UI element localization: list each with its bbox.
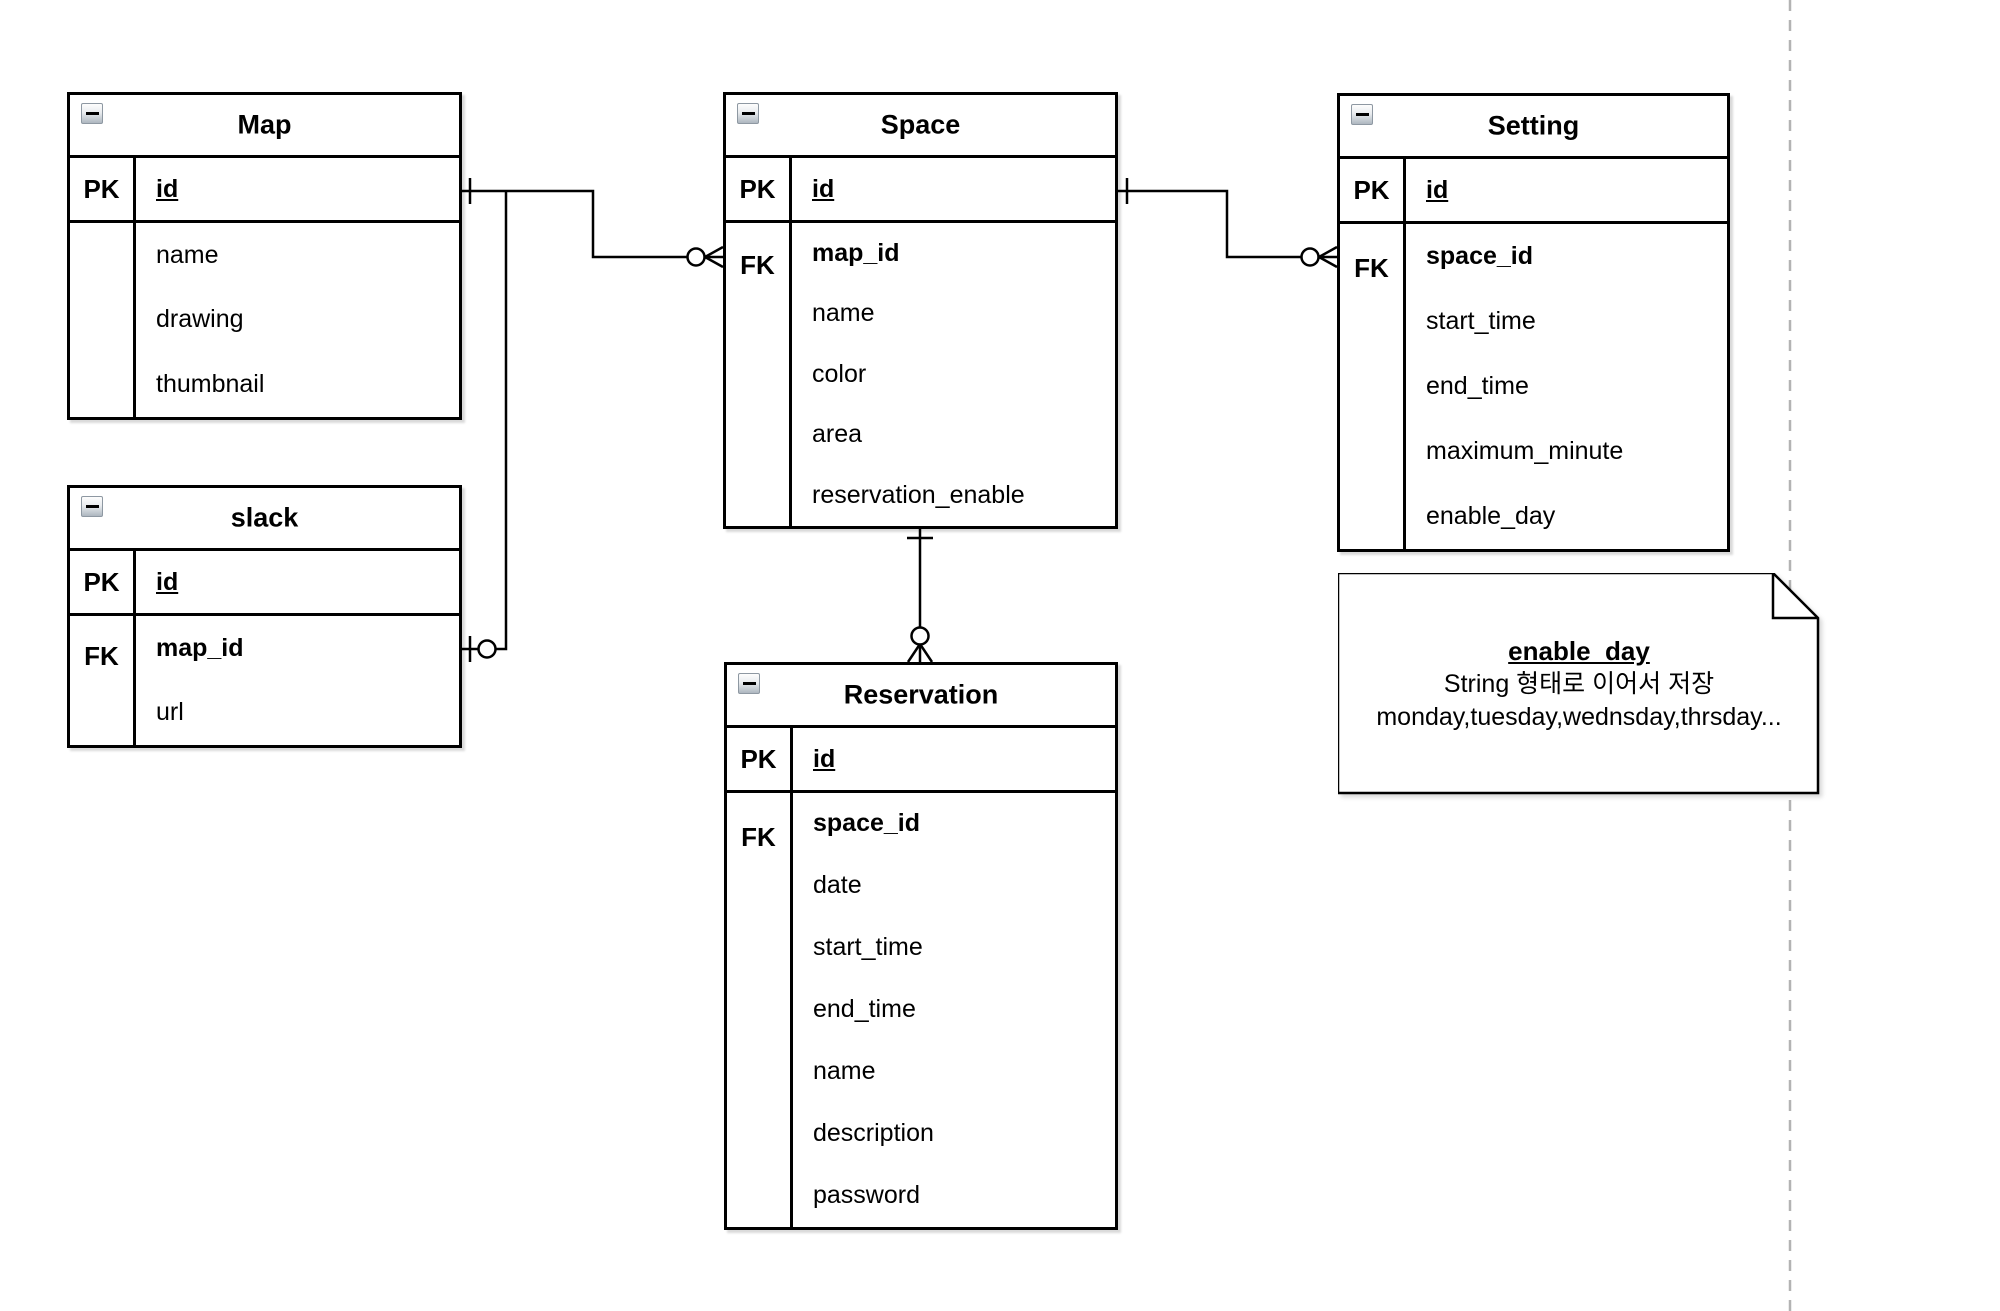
field-row[interactable]: url	[156, 698, 184, 726]
field-row[interactable]: space_id	[813, 809, 921, 838]
many-marker-space	[704, 245, 724, 269]
many-marker-setting	[1318, 245, 1338, 269]
pk-label: PK	[70, 158, 136, 220]
table-header: Space	[726, 95, 1115, 158]
relationship-space-setting[interactable]	[1118, 189, 1337, 259]
pk-label: PK	[726, 158, 792, 220]
field-row[interactable]: color	[812, 359, 867, 388]
pk-label: PK	[70, 551, 136, 613]
note-shape[interactable]: enable_day String 형태로 이어서 저장 monday,tues…	[1338, 573, 1820, 795]
pk-row[interactable]: PK id	[70, 158, 459, 223]
collapse-minus-icon[interactable]	[1351, 104, 1373, 125]
collapse-minus-icon[interactable]	[81, 496, 103, 517]
field-row[interactable]: start_time	[1426, 306, 1536, 335]
table-title: slack	[230, 502, 299, 533]
relationship-map-slack[interactable]	[462, 191, 508, 651]
field-row[interactable]: space_id	[1426, 241, 1534, 270]
field-row[interactable]: map_id	[156, 633, 244, 662]
fk-label: FK	[741, 821, 776, 852]
key-column: FK	[727, 793, 793, 1227]
pk-field: id	[156, 174, 179, 203]
field-row[interactable]: reservation_enable	[812, 480, 1025, 509]
key-column: FK	[70, 616, 136, 745]
key-column	[70, 223, 136, 417]
field-row[interactable]: map_id	[812, 238, 900, 267]
field-row[interactable]: end_time	[813, 995, 916, 1024]
entity-table-map[interactable]: Map PK id name drawing thumbnail	[67, 92, 462, 420]
collapse-minus-icon[interactable]	[738, 673, 760, 694]
zero-marker-reservation	[910, 626, 930, 646]
pk-label: PK	[1340, 159, 1406, 221]
table-header: Reservation	[727, 665, 1115, 728]
field-row[interactable]: description	[813, 1119, 934, 1148]
pk-row[interactable]: PK id	[727, 728, 1115, 793]
field-row[interactable]: date	[813, 871, 862, 900]
collapse-minus-icon[interactable]	[737, 103, 759, 124]
field-row[interactable]: maximum_minute	[1426, 436, 1624, 465]
table-title: Reservation	[843, 679, 999, 710]
table-title: Map	[237, 109, 292, 140]
note-line-2: monday,tuesday,wednsday,thrsday...	[1376, 703, 1782, 732]
pk-row[interactable]: PK id	[70, 551, 459, 616]
many-marker-reservation	[906, 643, 934, 663]
table-title: Space	[880, 109, 961, 140]
field-list: name drawing thumbnail	[136, 223, 459, 417]
key-column: FK	[726, 223, 792, 526]
pk-label: PK	[727, 728, 793, 790]
field-row[interactable]: area	[812, 420, 863, 449]
pk-field: id	[1426, 175, 1449, 204]
fk-label: FK	[1354, 253, 1389, 284]
table-header: Setting	[1340, 96, 1727, 159]
field-list: space_id start_time end_time maximum_minute…	[1406, 224, 1727, 549]
field-row[interactable]: password	[813, 1181, 920, 1210]
field-row[interactable]: enable_day	[1426, 501, 1556, 530]
collapse-minus-icon[interactable]	[81, 103, 103, 124]
field-row[interactable]: name	[813, 1057, 876, 1086]
note-title: enable_day	[1508, 635, 1650, 666]
field-row[interactable]: thumbnail	[156, 369, 265, 398]
zero-marker-space	[686, 247, 706, 267]
zero-marker-slack	[477, 639, 497, 659]
fk-label: FK	[740, 250, 775, 281]
entity-table-setting[interactable]: Setting PK id FK space_id start_time end_t…	[1337, 93, 1730, 552]
note-paper-icon	[1338, 573, 1820, 795]
fk-label: FK	[84, 640, 119, 671]
zero-marker-setting	[1300, 247, 1320, 267]
table-header: Map	[70, 95, 459, 158]
field-row[interactable]: drawing	[156, 305, 244, 334]
folded-corner-icon	[1771, 573, 1818, 620]
relationship-map-space[interactable]	[462, 189, 723, 259]
pk-row[interactable]: PK id	[1340, 159, 1727, 224]
field-row[interactable]: name	[156, 240, 219, 269]
table-title: Setting	[1487, 110, 1580, 141]
pk-field: id	[812, 174, 835, 203]
field-row[interactable]: name	[812, 299, 875, 328]
pk-field: id	[813, 744, 836, 773]
table-header: slack	[70, 488, 459, 551]
field-row[interactable]: end_time	[1426, 371, 1529, 400]
field-row[interactable]: start_time	[813, 933, 923, 962]
pk-field: id	[156, 567, 179, 596]
note-line-1: String 형태로 이어서 저장	[1443, 670, 1715, 699]
key-column: FK	[1340, 224, 1406, 549]
pk-row[interactable]: PK id	[726, 158, 1115, 223]
